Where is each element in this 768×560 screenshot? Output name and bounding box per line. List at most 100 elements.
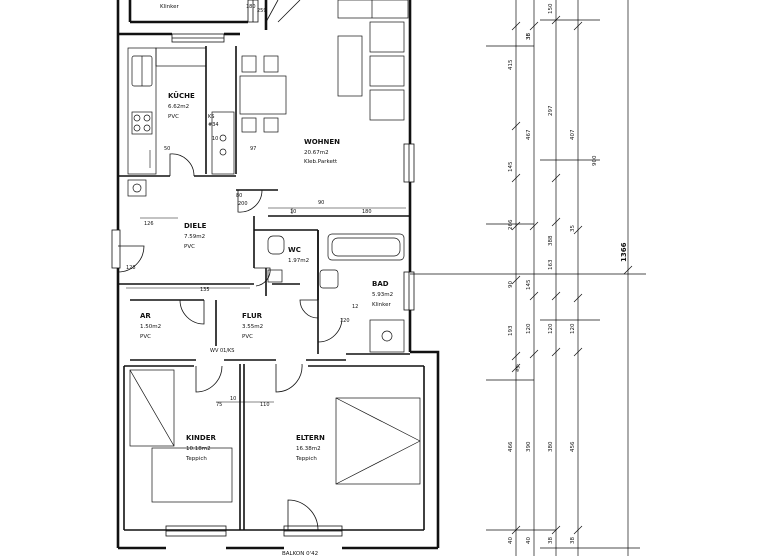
wc-basin <box>267 269 283 283</box>
sofa-1 <box>369 21 405 53</box>
door-ar <box>179 299 205 325</box>
balcony-label: BALKON 0'42 <box>282 551 318 557</box>
chair-4 <box>263 117 279 133</box>
room-name-flur: FLUR <box>242 312 263 320</box>
door-kinder <box>195 365 223 393</box>
angle-label: ø9' <box>514 363 522 372</box>
room-area-diele: 7.59m2 <box>184 234 205 240</box>
room-area-wohnen: 20.67m2 <box>304 150 329 156</box>
kitchen-top-counter <box>155 47 207 67</box>
ks-label: KS <box>208 114 214 120</box>
shower-tray <box>369 319 405 353</box>
bathtub <box>327 233 405 261</box>
room-floor-bad: Klinker <box>372 302 392 308</box>
ruler-col3-1: 150 <box>548 3 554 14</box>
ruler-col1-4: 193 <box>508 325 514 336</box>
room-name-ar: AR <box>140 312 151 320</box>
dim-ks-34: #34 <box>208 122 219 128</box>
room-name-kueche: KÜCHE <box>168 91 195 100</box>
door-kitchen <box>169 153 195 177</box>
room-floor-kinder: Teppich <box>185 456 207 462</box>
dim-10-ks: 10 <box>212 136 218 142</box>
room-floor-wohnen: Kleb.Parkett <box>304 159 338 165</box>
ruler-col4-5: 38 <box>570 537 576 544</box>
dim-120: 120 <box>340 318 350 324</box>
sofa-3 <box>369 89 405 121</box>
dim-128: 128 <box>126 265 136 271</box>
ruler-col3-2: 297 <box>548 105 554 116</box>
room-area-flur: 3.55m2 <box>242 324 263 330</box>
ruler-col3-5: 120 <box>548 323 554 334</box>
room-floor-diele: PVC <box>184 244 195 250</box>
room-name-kinder: KINDER <box>186 434 216 442</box>
ruler-col2-2: 467 <box>526 129 532 140</box>
ruler-col1-7: 90 <box>508 281 514 288</box>
ruler-col3-7: 38 <box>548 537 554 544</box>
ruler-col2-4: 120 <box>526 323 532 334</box>
ruler-ticks <box>511 15 633 535</box>
dim-10-flur: 10 <box>230 396 236 402</box>
rulers <box>410 0 646 556</box>
dim-135: 135 <box>200 287 210 293</box>
sofa-seat <box>337 35 363 97</box>
kitchen-stove <box>131 111 153 135</box>
kitchen-fridge <box>211 111 235 175</box>
door-flur-bath <box>317 317 343 343</box>
room-name-wohnen: WOHNEN <box>304 138 340 146</box>
washbasin <box>319 269 339 289</box>
sofa-2 <box>369 55 405 87</box>
room-area-eltern: 16.38m2 <box>296 446 321 452</box>
dimension-lines <box>126 150 406 403</box>
wv-label: WV 01/KS <box>210 348 234 354</box>
dishwasher <box>127 179 147 197</box>
room-name-eltern: ELTERN <box>296 434 325 442</box>
room-floor-flur: PVC <box>242 334 253 340</box>
room-name-diele: DIELE <box>184 222 207 230</box>
bed-eltern <box>335 397 421 485</box>
dim-90: 90 <box>318 200 324 206</box>
room-name-top: Klinker <box>160 4 180 10</box>
ruler-col1-5: 466 <box>508 441 514 452</box>
ruler-col1-1: 415 <box>508 59 514 70</box>
windows <box>111 0 415 537</box>
dimension-labels: 180 259 #34 97 80 200 90 180 50 10 128 1… <box>126 4 372 408</box>
dim-50: 50 <box>164 146 170 152</box>
door-bath <box>299 299 319 319</box>
dining-table <box>239 75 287 115</box>
inner-walls <box>118 46 425 531</box>
kitchen-counter <box>127 47 157 175</box>
dim-75: 75 <box>216 402 222 408</box>
dim-200: 200 <box>238 201 248 207</box>
ruler-col4-3: 120 <box>570 323 576 334</box>
door-balcony <box>287 499 319 531</box>
door-eltern <box>275 363 303 393</box>
ruler-col2-1: 38 <box>526 33 532 40</box>
room-labels: Klinker KÜCHE 6.62m2 PVC WOHNEN 20.67m2 … <box>140 4 522 557</box>
dim-180-living: 180 <box>362 209 372 215</box>
ruler-total: 1366 <box>620 242 628 262</box>
ruler-col3-4: 163 <box>548 259 554 270</box>
ruler-col4-1: 407 <box>570 129 576 140</box>
ruler-col2-6: 40 <box>526 537 532 544</box>
dim-80: 80 <box>236 193 242 199</box>
ruler-col3-6: 380 <box>548 441 554 452</box>
door-top-room <box>265 0 279 23</box>
window-left-entry <box>111 229 121 269</box>
dim-12: 12 <box>352 304 358 310</box>
chair-3 <box>241 117 257 133</box>
bed-kinder <box>129 369 175 447</box>
chair-2 <box>263 55 279 73</box>
room-area-kueche: 6.62m2 <box>168 104 189 110</box>
room-area-kinder: 10.18m2 <box>186 446 211 452</box>
ruler-col4-4: 456 <box>570 441 576 452</box>
doors <box>117 0 343 531</box>
door-wc <box>254 267 271 287</box>
ruler-col4-2: 35 <box>570 225 576 232</box>
room-area-bad: 5.93m2 <box>372 292 393 298</box>
dim-126: 126 <box>144 221 154 227</box>
ruler-col5-1: 900 <box>592 155 598 166</box>
ruler-labels: 415 145 266 193 466 40 90 36 38 467 145 … <box>508 3 628 544</box>
shelf-top <box>337 0 409 19</box>
furniture <box>127 0 421 503</box>
